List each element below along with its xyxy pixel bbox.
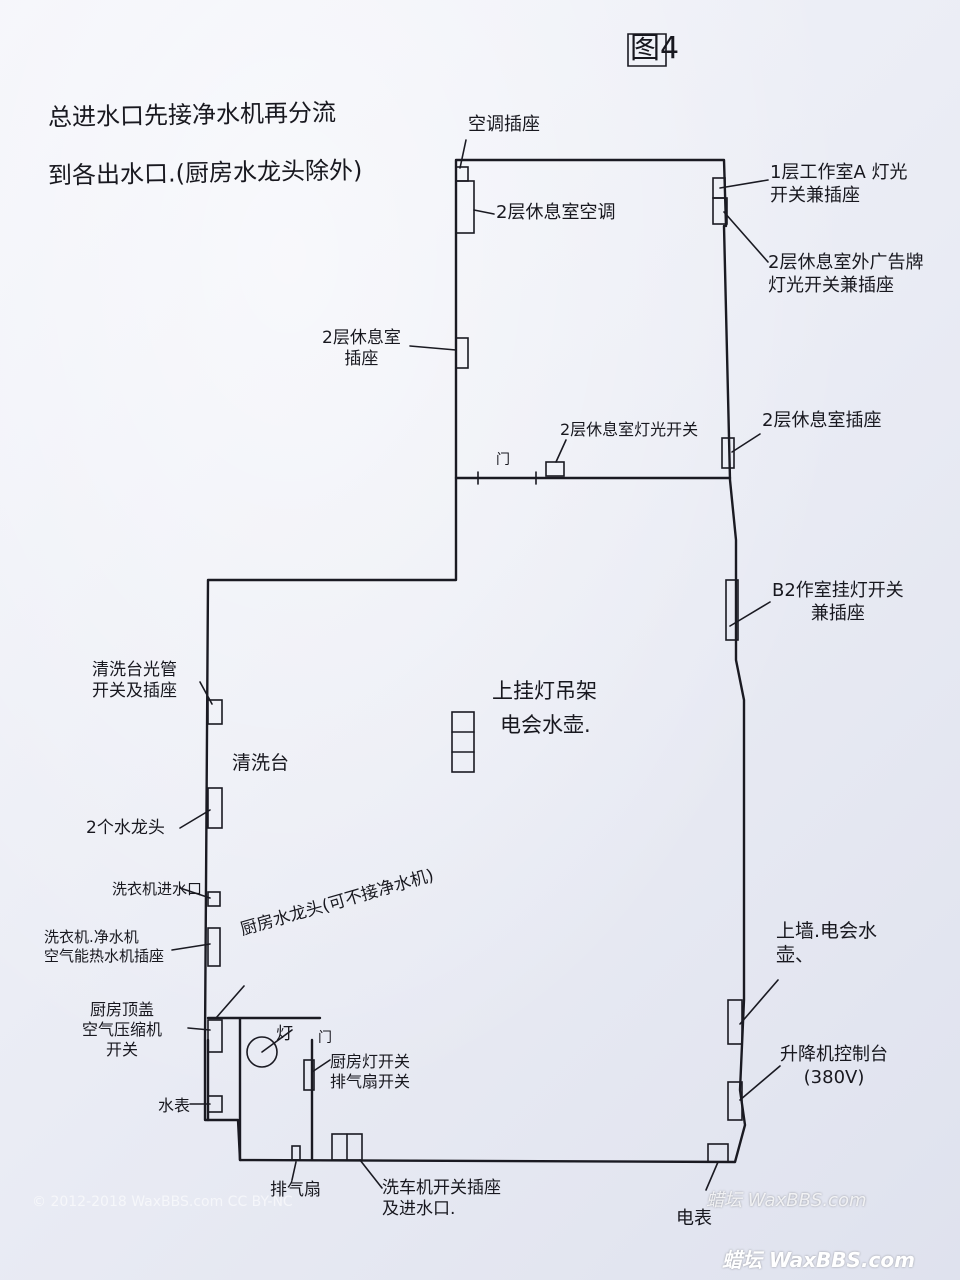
door-kitchen-label: 门: [318, 1030, 332, 1046]
leader-taps: [179, 809, 211, 829]
leader-washer-socket: [171, 943, 211, 951]
wash-light-box: [207, 699, 223, 725]
lamp-circle: [246, 1036, 278, 1068]
ac-socket-label: 空调插座: [468, 114, 540, 135]
washer-inlet-box: [207, 891, 221, 907]
ad-light-label: 2层休息室外广告牌 灯光开关兼插座: [768, 252, 924, 296]
kitchen-switch-box: [303, 1059, 315, 1091]
leader-lift-panel: [739, 1065, 781, 1101]
leader-socket-left: [409, 345, 457, 351]
wash-light-label: 清洗台光管 开关及插座: [92, 660, 177, 702]
two-taps-label: 2个水龙头: [86, 818, 165, 838]
note-line-1: 总进水口先接净水机再分流: [47, 98, 337, 132]
leader-socket-right: [731, 433, 761, 453]
leader-b2: [729, 601, 771, 627]
kitchen-switch-label: 厨房灯开关 排气扇开关: [330, 1052, 411, 1091]
outer-wall: [203, 158, 747, 1164]
leader-kitchen-ceiling: [187, 1027, 211, 1031]
washer-socket-box: [207, 927, 221, 967]
electric-meter-label: 电表: [676, 1208, 712, 1229]
site-watermark-bottom: 蜡坛 WaxBBS.com: [722, 1248, 915, 1272]
figure-label: 图4: [630, 31, 680, 66]
lift-panel-box: [727, 1081, 743, 1121]
lamp-label: 灯: [276, 1024, 293, 1044]
lounge-socket-left-box: [455, 337, 469, 369]
b2-studio-label: B2作室挂灯开关 兼插座: [772, 580, 904, 624]
leader-ac-socket: [459, 139, 467, 169]
kitchen-wall: [206, 1016, 322, 1162]
wall-kettle-box: [727, 999, 743, 1045]
lounge-ac-box: [455, 180, 475, 234]
leader-studio-a: [719, 179, 769, 189]
lounge-socket-right-label: 2层休息室插座: [762, 410, 882, 431]
leader-lounge-ac: [473, 209, 495, 215]
leader-ad-light: [723, 211, 769, 263]
leader-washer-inlet: [179, 887, 211, 899]
leader-kitchen-switch: [311, 1059, 331, 1073]
ceiling-rack-label: 上挂灯吊架: [492, 679, 597, 703]
taps-box: [207, 787, 223, 829]
site-watermark-mid: 蜡坛 WaxBBS.com: [706, 1190, 867, 1211]
lounge-socket-left-label: 2层休息室 插座: [322, 328, 401, 370]
lounge-light-switch-box: [545, 461, 565, 477]
leader-electric-meter: [705, 1161, 719, 1191]
ad-light-box: [712, 197, 728, 225]
leader-exhaust: [291, 1161, 297, 1181]
kitchen-ceiling-label: 厨房顶盖 空气压缩机 开关: [82, 1000, 163, 1059]
wall-kettle-label: 上墙.电会水 壶、: [776, 920, 878, 966]
lounge-socket-right-box: [721, 437, 735, 469]
leader-washer-machine: [359, 1159, 383, 1189]
lounge-ac-label: 2层休息室空调: [496, 202, 616, 223]
upper-door-mark: [477, 471, 537, 485]
kitchen-ceiling-box: [207, 1019, 223, 1053]
electric-meter-box: [707, 1143, 729, 1163]
lounge-light-switch-label: 2层休息室灯光开关: [560, 420, 699, 439]
figure-label-frame: [627, 33, 667, 67]
exhaust-fan-mark: [291, 1145, 301, 1161]
leader-switch: [555, 439, 567, 463]
water-meter-label: 水表: [158, 1096, 191, 1115]
lift-panel-label: 升降机控制台 (380V): [780, 1044, 888, 1088]
washer-socket-label: 洗衣机.净水机 空气能热水机插座: [44, 928, 165, 965]
ac-socket-box: [455, 166, 469, 182]
washer-inlet-label: 洗衣机进水口: [112, 880, 203, 898]
door-upper-label: 门: [496, 452, 510, 468]
kettle-label: 电会水壶.: [500, 713, 591, 737]
washer-machine-label: 洗车机开关插座 及进水口.: [382, 1178, 501, 1220]
copyright-watermark: © 2012-2018 WaxBBS.com CC BY-NC: [32, 1194, 293, 1210]
exhaust-fan-label: 排气扇: [270, 1180, 321, 1200]
leader-wash-light: [199, 681, 213, 705]
b2-socket-box: [725, 579, 739, 641]
leader-wall-kettle: [739, 979, 779, 1025]
studio-a-label: 1层工作室A 灯光 开关兼插座: [770, 162, 908, 206]
wash-station-label: 清洗台: [232, 752, 290, 774]
ceiling-rack-box: [451, 711, 475, 773]
note-line-2: 到各出水口.(厨房水龙头除外): [47, 156, 363, 190]
leader-kitchen-tap: [215, 985, 245, 1019]
